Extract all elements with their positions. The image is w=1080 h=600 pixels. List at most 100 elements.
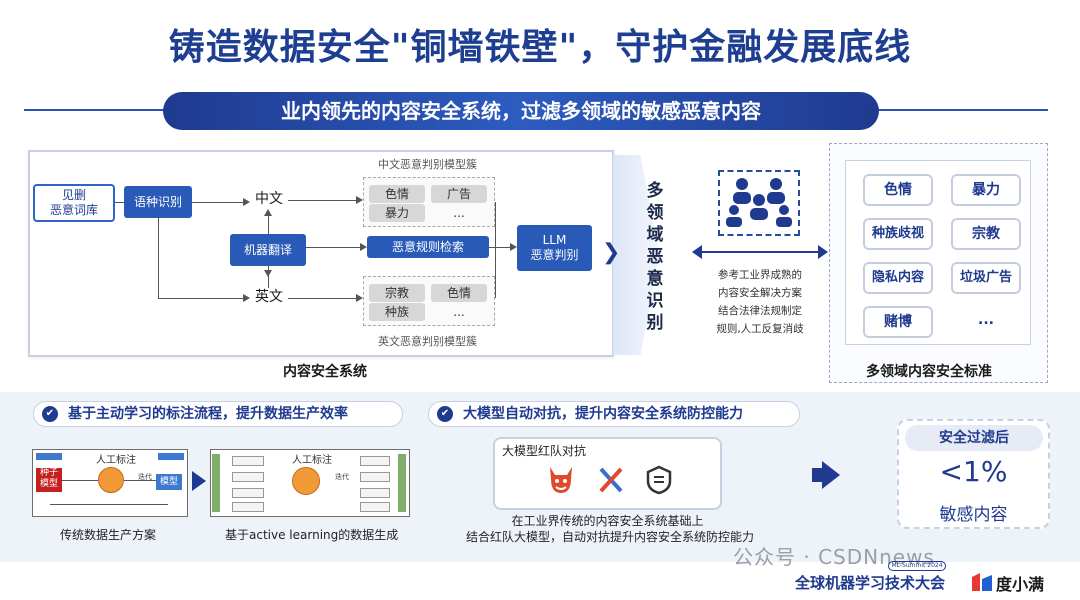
category-more: ... <box>453 305 465 319</box>
connector-line <box>192 202 244 203</box>
watermark: 公众号 · CSDNnews <box>733 545 935 569</box>
machine-translation-box: 机器翻译 <box>230 234 306 266</box>
footer <box>0 568 1080 600</box>
multi-domain-recognition-label: 多 领 域 恶 意 识 别 <box>646 181 664 333</box>
people-group-icon <box>726 178 792 227</box>
arrow-right-icon <box>243 198 250 206</box>
result-value: <1% <box>939 455 1008 488</box>
rule-search-box: 恶意规则检索 <box>367 236 489 258</box>
conference-name: 全球机器学习技术大会 <box>795 574 946 592</box>
standard-tag: 隐私内容 <box>863 262 933 294</box>
standard-tag: 赌博 <box>863 306 933 338</box>
category-more: ... <box>453 206 465 220</box>
arrow-up-icon <box>264 270 272 277</box>
standard-tag: 暴力 <box>951 174 1021 206</box>
mini-tag <box>158 453 184 460</box>
standard-tag: 种族歧视 <box>863 218 933 250</box>
mini-row <box>232 488 264 498</box>
result-sublabel: 敏感内容 <box>939 505 1008 525</box>
connector-line <box>158 218 159 298</box>
english-label: 英文 <box>255 289 283 306</box>
category-ads: 广告 <box>431 185 487 203</box>
subtitle-banner: 业内领先的内容安全系统，过滤多领域的敏感恶意内容 <box>163 92 879 130</box>
mini-row <box>360 456 390 466</box>
category-race: 种族 <box>369 303 425 321</box>
crossed-swords-icon <box>599 467 623 493</box>
adversarial-pill: 大模型自动对抗，提升内容安全系统防控能力 <box>428 401 800 427</box>
arrow-right-icon <box>360 243 367 251</box>
cn-cluster-title: 中文恶意判别模型簇 <box>378 158 477 171</box>
shield-icon <box>646 465 672 495</box>
arrow-right-icon <box>822 461 840 489</box>
llm-judge-box: LLM 恶意判别 <box>517 225 592 271</box>
mini-row <box>360 502 390 512</box>
result-arrow <box>812 468 824 482</box>
reference-description: 参考工业界成熟的 内容安全解决方案 结合法律法规制定 规则,人工反复消歧 <box>716 269 804 335</box>
malicious-dictionary-box: 见删 恶意词库 <box>33 184 115 222</box>
title-divider-right <box>878 109 1048 111</box>
connector-line <box>495 202 496 298</box>
connector-line <box>124 480 156 481</box>
category-porn: 色情 <box>431 284 487 302</box>
brand-logo-icon <box>972 573 992 591</box>
language-detection-box: 语种识别 <box>124 186 192 218</box>
annotator-face-icon <box>98 467 124 493</box>
mini-bar <box>212 454 220 512</box>
chinese-label: 中文 <box>255 191 283 208</box>
model-box: 模型 <box>156 474 182 490</box>
connector-line <box>268 266 269 288</box>
standard-tag: 垃圾广告 <box>951 262 1021 294</box>
manual-label-title: 人工标注 <box>292 455 332 466</box>
red-team-box <box>493 437 722 510</box>
system-caption: 内容安全系统 <box>283 364 367 380</box>
connector-line <box>288 200 356 201</box>
adversarial-description-line1: 在工业界传统的内容安全系统基础上 <box>511 514 704 528</box>
arrow-right-icon <box>192 471 206 491</box>
content-security-system-panel <box>28 150 614 357</box>
title-divider-left <box>24 109 164 111</box>
annotator-face-icon <box>292 467 320 495</box>
standard-tag: 宗教 <box>951 218 1021 250</box>
iterate-label: 迭代 <box>138 473 152 481</box>
connector-line <box>268 214 269 234</box>
active-learning-pill: 基于主动学习的标注流程，提升数据生产效率 <box>33 401 403 427</box>
arrow-left-icon <box>692 245 702 259</box>
standards-caption: 多领域内容安全标准 <box>866 364 992 380</box>
seed-model-box: 种子 模型 <box>36 468 62 492</box>
standard-tag-more: ... <box>978 312 994 328</box>
iterate-label: 迭代 <box>335 473 349 481</box>
result-label: 安全过滤后 <box>905 425 1043 451</box>
bidirectional-arrow <box>700 251 820 253</box>
arrow-up-icon <box>264 209 272 216</box>
connector-line <box>158 298 244 299</box>
conference-badge: ML-Summit 2024 <box>888 561 946 571</box>
category-porn: 色情 <box>369 185 425 203</box>
adversarial-description-line2: 结合红队大模型，自动对抗提升内容安全系统防控能力 <box>465 530 754 544</box>
experts-group-box <box>718 170 800 236</box>
connector-line <box>115 202 124 203</box>
traditional-caption: 传统数据生产方案 <box>60 528 157 542</box>
active-learning-caption: 基于active learning的数据生成 <box>225 528 399 542</box>
devil-icon <box>550 467 572 493</box>
mini-row <box>232 456 264 466</box>
en-cluster-title: 英文恶意判别模型簇 <box>378 335 477 348</box>
page-title: 铸造数据安全"铜墙铁壁"，守护金融发展底线 <box>168 27 912 68</box>
category-religion: 宗教 <box>369 284 425 302</box>
connector-line <box>50 504 168 505</box>
mini-bar <box>398 454 406 512</box>
mini-row <box>360 472 390 482</box>
chevron-right-icon: ❯ <box>602 240 621 265</box>
mini-tag <box>36 453 62 460</box>
red-team-title: 大模型红队对抗 <box>502 444 587 458</box>
check-icon: ✔ <box>42 406 58 422</box>
arrow-right-icon <box>818 245 828 259</box>
connector-line <box>306 247 360 248</box>
arrow-right-icon <box>243 294 250 302</box>
check-icon: ✔ <box>437 406 453 422</box>
category-violence: 暴力 <box>369 204 425 222</box>
connector-line <box>62 480 98 481</box>
arrow-right-icon <box>356 196 363 204</box>
mini-row <box>360 488 390 498</box>
standard-tag: 色情 <box>863 174 933 206</box>
mini-row <box>232 502 264 512</box>
